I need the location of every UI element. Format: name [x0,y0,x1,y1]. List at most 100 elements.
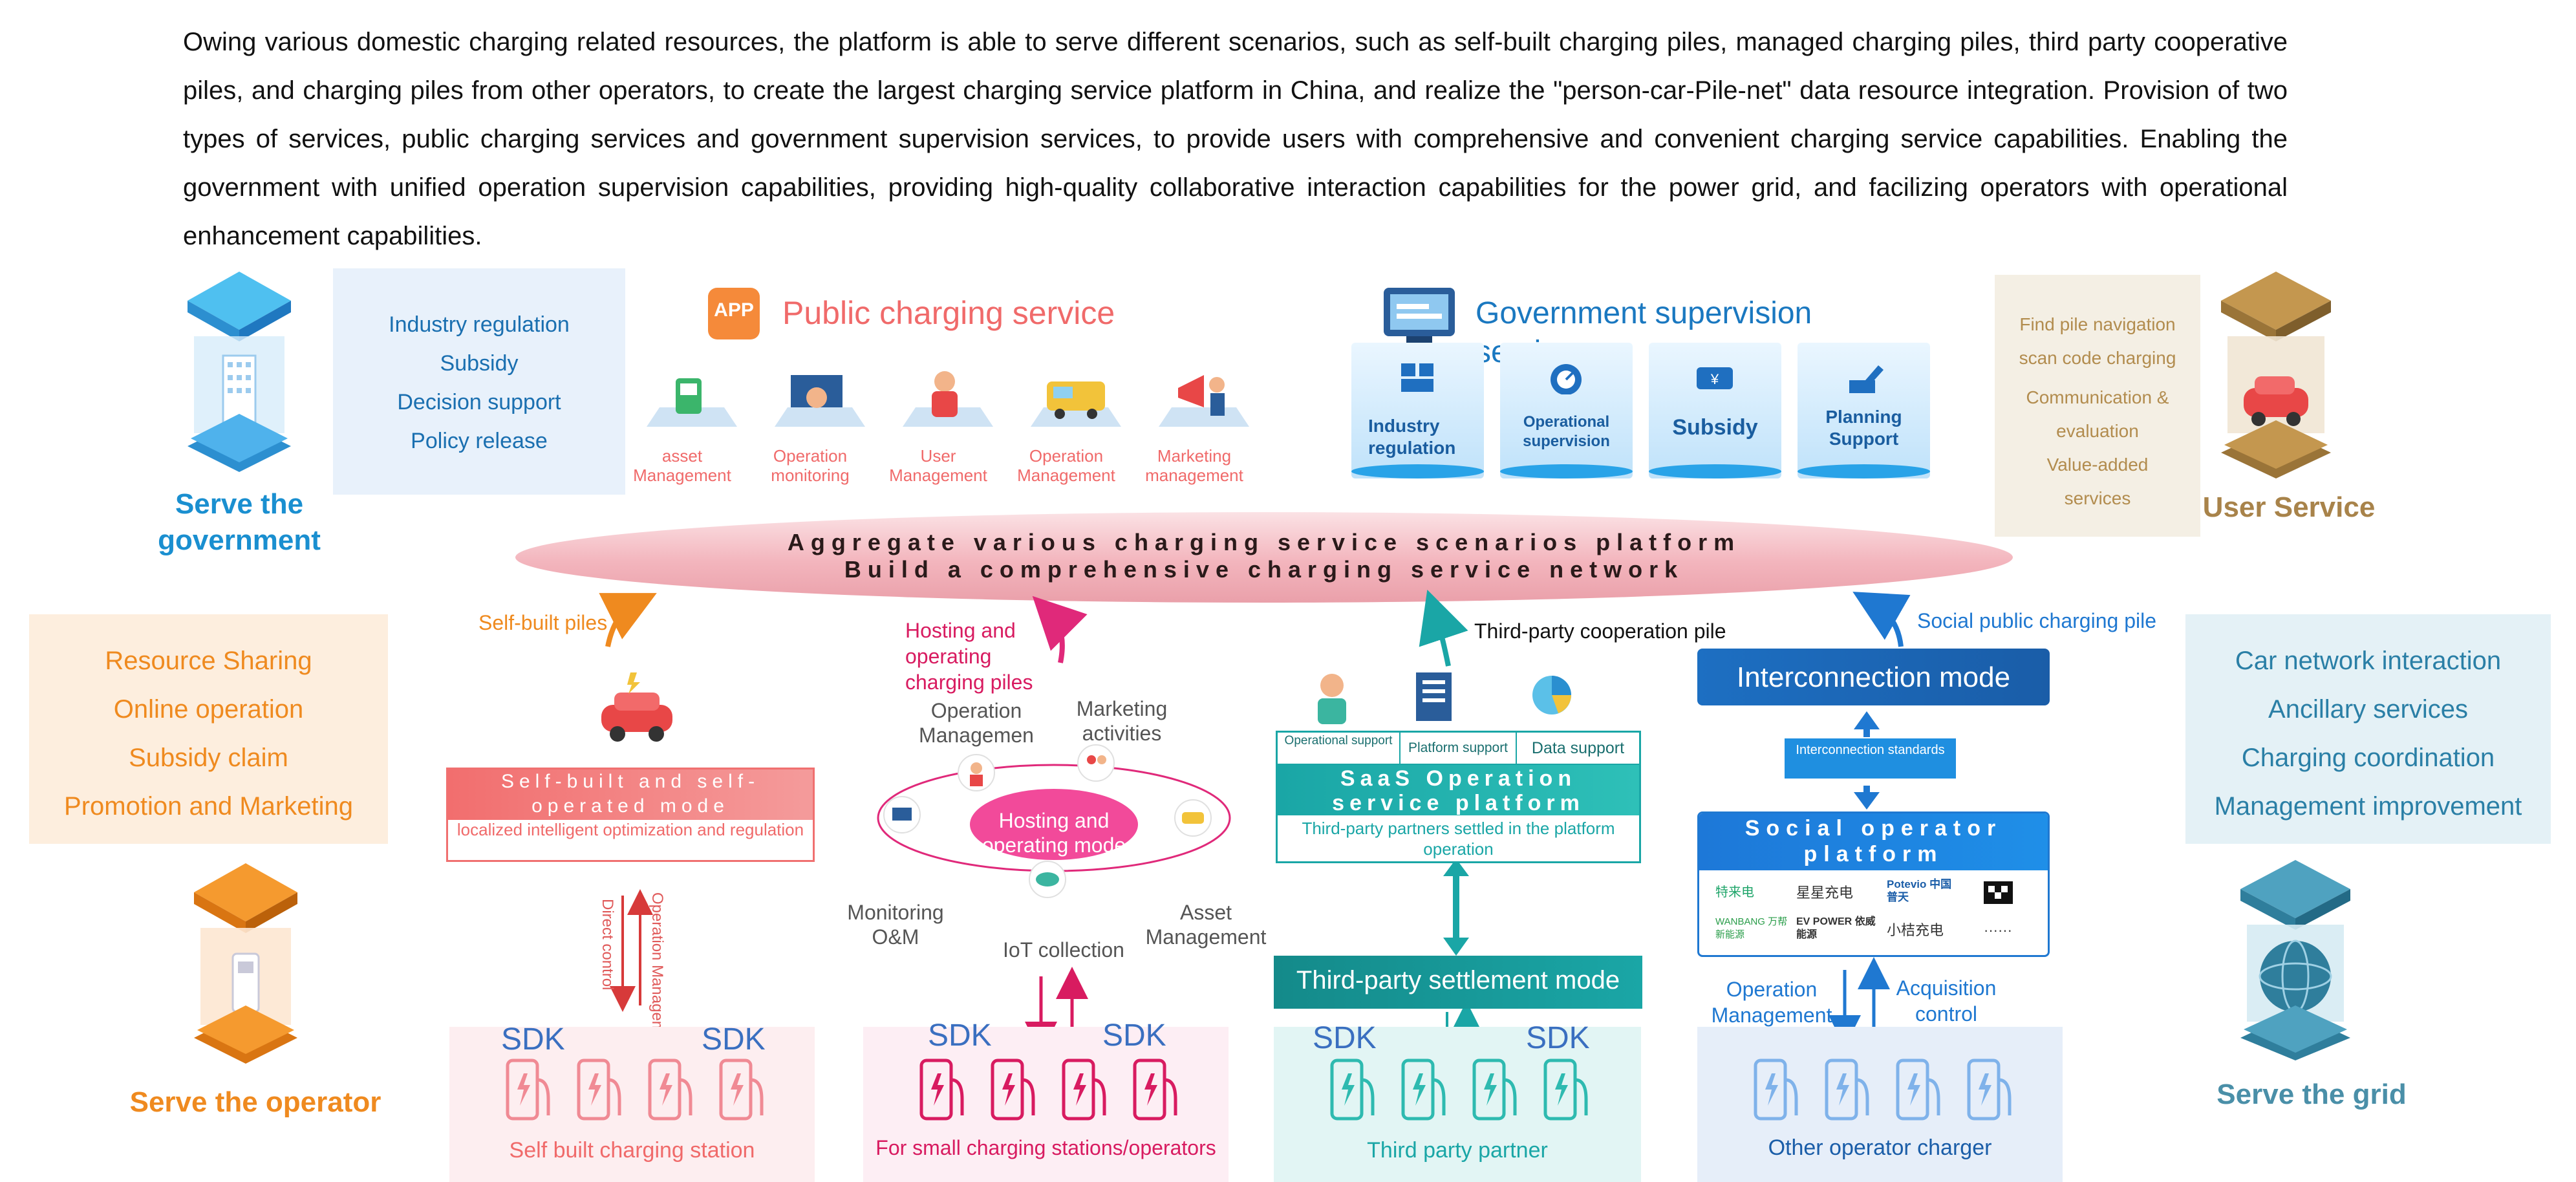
grid-items-panel: Car network interaction Ancillary servic… [2185,614,2551,844]
self-built-mode-box: Self-built and self-operated mode locali… [446,768,815,862]
hosting-station-label: For small charging stations/operators [875,1136,1216,1159]
charger-icon [1133,1058,1177,1121]
gauge-icon [1551,364,1582,394]
other-operator-station-label: Other operator charger [1768,1135,1992,1160]
logo-wanbang: WANBANG 万帮新能源 [1715,916,1788,940]
charger-icon [1543,1058,1588,1121]
logo-teld: 特来电 [1715,885,1754,899]
self-built-station-panel: SDK SDK Self built charging station [449,1022,815,1182]
supervision-card: Planning Support [1798,343,1930,478]
tab-platform-support: Platform support [1401,733,1517,765]
public-service-tiles [647,371,1249,427]
hosting-node: IoT collection [1003,938,1124,962]
charger-icon [1825,1058,1869,1121]
charger-icon [719,1058,764,1121]
sdk-label: SDK [928,1018,992,1053]
charger-icon [1896,1058,1940,1121]
charger-pile-row [1754,1058,2012,1121]
logo-xiaoju: 小桔充电 [1887,922,1944,938]
charger-pile-row [506,1058,764,1121]
public-service-item: Marketing management [1145,446,1243,485]
self-built-station-label: Self built charging station [509,1138,755,1163]
app-icon: APP [708,288,760,339]
logo-more: ······ [1984,922,2012,938]
op-mgmt-label: Operation Management [1711,978,1832,1027]
charger-icon [648,1058,692,1121]
charger-icon [1754,1058,1798,1121]
government-building-icon [188,272,291,472]
user-items-panel: Find pile navigation scan code charging … [1995,275,2200,537]
third-party-icons [1318,672,1571,724]
operator-items-panel: Resource Sharing Online operation Subsid… [29,614,388,844]
public-service-item: Operation Management [1017,446,1115,485]
direct-control-label: Direct control [599,899,616,991]
marketing-activities-icon [1077,744,1115,782]
saas-platform-box: Operational support Platform support Dat… [1276,731,1641,863]
third-party-arrow-label: Third-party cooperation pile [1474,619,1726,643]
charger-pile-row [919,1058,1177,1121]
gov-item: Subsidy [440,351,519,376]
settlement-mode-box: Third-party settlement mode [1274,956,1642,1009]
operation-management-icon [1031,381,1121,427]
logo-star-charge: 星星充电 [1796,885,1854,901]
social-arrow [1852,592,1911,647]
operation-manager-icon [958,754,995,791]
marketing-management-icon [1159,375,1249,427]
excavator-icon [1849,365,1884,393]
hosting-arrow-label: Hosting and operating charging piles [905,619,1033,694]
charger-icon [506,1058,550,1121]
charger-icon [1401,1058,1446,1121]
iot-cloud-icon [1029,861,1066,898]
platform-document-icon [1416,672,1452,721]
tab-data-support: Data support [1517,733,1639,765]
asset-management-icon [647,378,737,427]
third-party-arrow [1419,590,1468,667]
charger-pile-row [1330,1058,1588,1121]
gov-item: Industry regulation [389,312,570,337]
charger-icon [919,1058,964,1121]
platform-line1: Aggregate various charging service scena… [787,529,1741,555]
logo-potevio: Potevio 中国普天 [1887,878,1952,903]
self-built-arrow-label: Self-built piles [478,611,608,634]
operation-monitoring-icon [775,375,865,427]
grid-globe-icon [2240,860,2350,1060]
charger-icon [1472,1058,1517,1121]
user-service-label: User Service [2202,491,2376,523]
svg-text:¥: ¥ [1710,371,1719,387]
data-chart-icon [1532,676,1571,715]
building-blocks-icon [1401,363,1433,392]
platform-line2: Build a comprehensive charging service n… [844,556,1684,583]
user-car-icon [2221,272,2331,478]
third-party-station-panel: SDK SDK Third party partner [1274,1021,1641,1182]
monitoring-icon [883,796,921,833]
hosting-arrow [1032,596,1088,663]
platform-ellipse [515,512,2013,603]
sdk-label: SDK [702,1022,766,1057]
social-operator-platform-box: Social operator platform 特来电 星星充电 Potevi… [1697,811,2050,957]
hosting-ring [877,744,1231,898]
sdk-label: SDK [501,1022,565,1057]
intro-paragraph: Owing various domestic charging related … [183,28,2288,250]
other-operator-station-panel: Other operator charger [1697,1027,2063,1182]
red-car-icon [601,672,672,742]
ticket-icon: ¥ [1697,367,1733,389]
self-built-arrow [599,593,657,647]
supervision-card: ¥ Subsidy [1649,343,1781,478]
supervision-card: Industry regulation [1351,343,1484,478]
sdk-label: SDK [1102,1018,1166,1053]
logo-ev-power: EV POWER 依威能源 [1796,916,1876,940]
public-service-item: asset Management [633,446,731,485]
gov-item: Policy release [411,429,548,453]
public-service-item: User Management [889,446,987,485]
charger-icon [577,1058,621,1121]
serve-grid-label: Serve the grid [2216,1079,2407,1110]
supervision-monitor-icon [1384,288,1455,344]
operator-charger-icon [194,863,297,1064]
sdk-label: SDK [1526,1021,1590,1055]
government-items-panel: Industry regulation Subsidy Decision sup… [333,268,625,495]
serve-government-label: Serve the government [158,488,321,556]
charger-icon [1967,1058,2012,1121]
public-service-title: Public charging service [782,295,1115,331]
